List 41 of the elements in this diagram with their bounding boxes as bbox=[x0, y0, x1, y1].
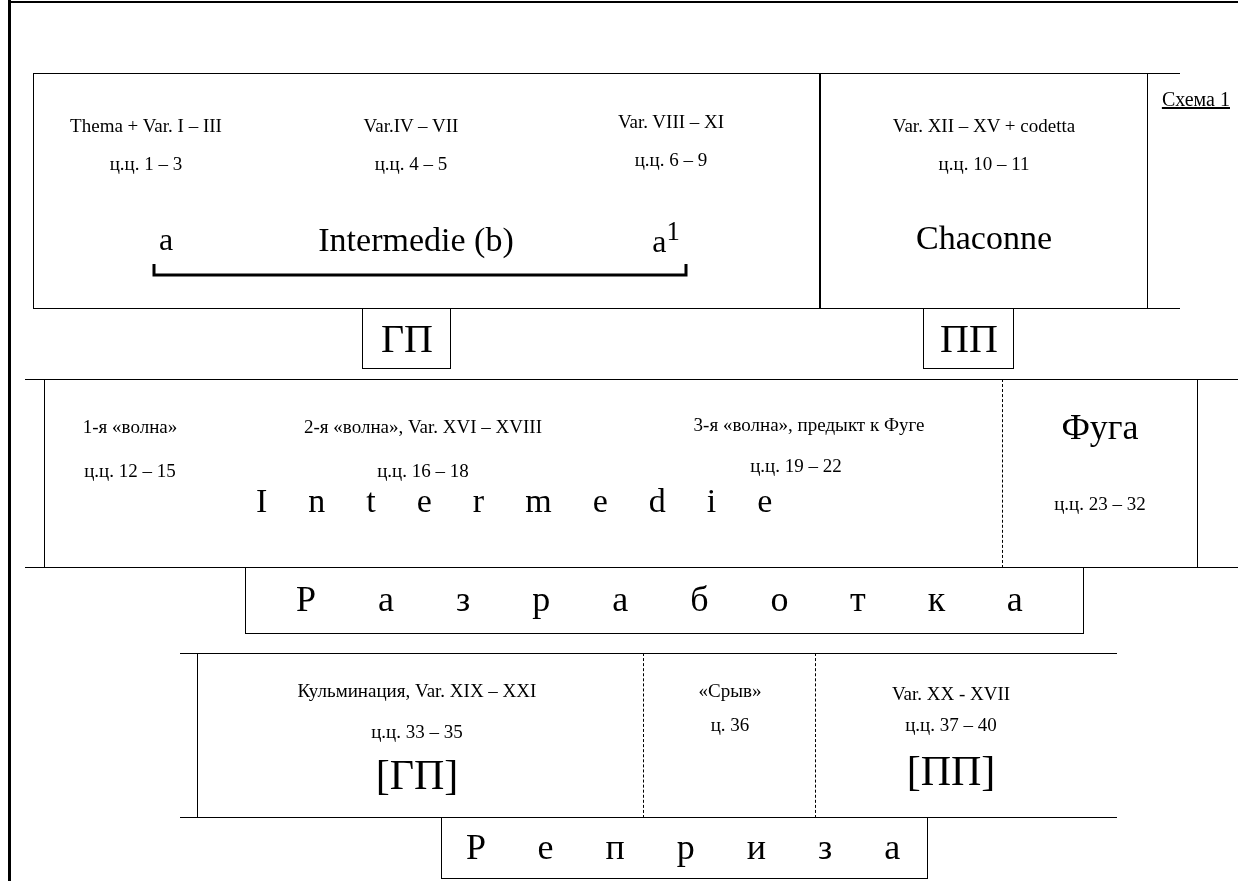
section-box bbox=[1002, 379, 1198, 568]
section-note: ц.ц. 1 – 3 bbox=[109, 153, 183, 175]
section-heading: Intermedie bbox=[256, 482, 814, 520]
section-letter: a bbox=[158, 222, 174, 258]
section-note: ц.ц. 10 – 11 bbox=[938, 153, 1030, 175]
section-note: Var. XX - XVII bbox=[891, 683, 1011, 705]
section-note: 3-я «волна», предыкт к Фуге bbox=[693, 414, 925, 436]
part-label: [ПП] bbox=[906, 747, 996, 795]
section-note: Var. VIII – XI bbox=[617, 111, 725, 133]
section-note: Var.IV – VII bbox=[363, 115, 459, 137]
label-box bbox=[245, 567, 1084, 634]
section-note: ц.ц. 19 – 22 bbox=[750, 455, 842, 477]
section-letter: a$^{1}$ bbox=[652, 217, 680, 259]
section-note: ц. 36 bbox=[710, 714, 750, 736]
section-box bbox=[33, 73, 820, 309]
diagram-title: Схема 1 bbox=[1161, 88, 1230, 110]
part-label: ПП bbox=[940, 317, 998, 361]
section-note: ц.ц. 16 – 18 bbox=[377, 460, 469, 482]
part-label: Реприза bbox=[466, 828, 953, 868]
section-note: «Срыв» bbox=[698, 680, 762, 702]
section-note: Кульминация, Var. XIX – XXI bbox=[297, 680, 537, 702]
section-note: ц.ц. 6 – 9 bbox=[634, 149, 708, 171]
part-label: Разработка bbox=[296, 580, 1085, 620]
label-box bbox=[362, 308, 451, 369]
section-note: ц.ц. 33 – 35 bbox=[371, 721, 463, 743]
section-note: ц.ц. 37 – 40 bbox=[905, 714, 997, 736]
section-note: ц.ц. 12 – 15 bbox=[84, 460, 176, 482]
section-note: ц.ц. 23 – 32 bbox=[1054, 493, 1146, 515]
section-heading: Chaconne bbox=[916, 219, 1052, 257]
section-note: Var. XII – XV + codetta bbox=[892, 115, 1076, 137]
part-label: [ГП] bbox=[375, 751, 459, 799]
section-heading: Intermedie (b) bbox=[318, 221, 514, 259]
section-box bbox=[820, 73, 1148, 309]
part-label: ГП bbox=[381, 317, 433, 361]
section-note: 1-я «волна» bbox=[82, 416, 178, 438]
section-note: 2-я «волна», Var. XVI – XVIII bbox=[304, 416, 542, 438]
section-note: Thema + Var. I – III bbox=[70, 115, 222, 137]
label-box bbox=[441, 817, 928, 879]
label-box bbox=[923, 308, 1014, 369]
section-heading: Фуга bbox=[1061, 408, 1139, 448]
section-note: ц.ц. 4 – 5 bbox=[374, 153, 448, 175]
